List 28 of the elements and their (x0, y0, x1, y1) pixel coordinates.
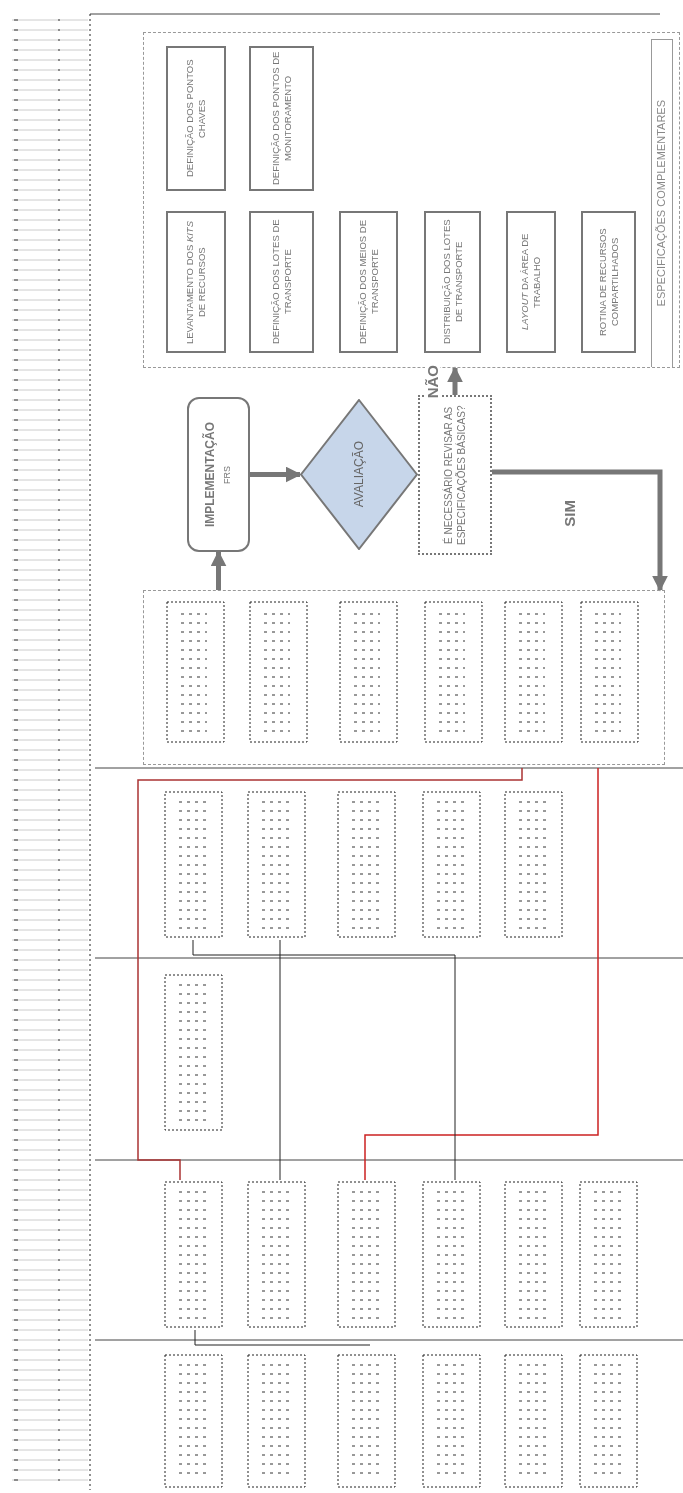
step-text: DEFINIÇÃO DOS MEIOS DE TRANSPORTE (356, 219, 381, 347)
step-text: LEVANTAMENTO DOS KITS DE RECURSOS (184, 219, 208, 346)
edge-label: SIM (562, 500, 577, 527)
process-box (424, 211, 481, 353)
group-title: ESPECIFICAÇÕES COMPLEMENTARES (655, 100, 669, 307)
step-text: IMPLEMENTAÇÃO (203, 421, 219, 528)
process-box (339, 211, 398, 353)
process-box (166, 211, 226, 353)
step-text: DISTRIBUIÇÃO DOS LOTES DE TRANSPORTE (440, 218, 465, 347)
step-text: É NECESSÁRIO REVISAR AS ESPECIFICAÇÕES BÁSICAS? (442, 404, 468, 547)
step-text: DEFINIÇÃO DOS PONTOS CHAVES (184, 58, 208, 180)
edge-label: NÃO (425, 365, 440, 399)
step-text: ROTINA DE RECURSOS COMPARTILHADOS (596, 227, 621, 338)
step-text: AVALIAÇÃO (351, 441, 367, 508)
step-text: DEFINIÇÃO DOS LOTES DE TRANSPORTE (269, 218, 294, 347)
process-box (166, 46, 226, 191)
rounded-process-box (187, 397, 250, 552)
process-box (506, 211, 556, 353)
step-text: DEFINIÇÃO DOS PONTOS DE MONITORAMENTO (269, 50, 294, 188)
step-text: FRS (222, 465, 234, 484)
arrow (492, 469, 668, 592)
process-box (249, 211, 314, 353)
decision-diamond (300, 399, 418, 550)
arrow (210, 550, 227, 590)
arrow (447, 366, 463, 395)
process-box (581, 211, 636, 353)
process-box (249, 46, 314, 191)
arrow (250, 466, 302, 483)
